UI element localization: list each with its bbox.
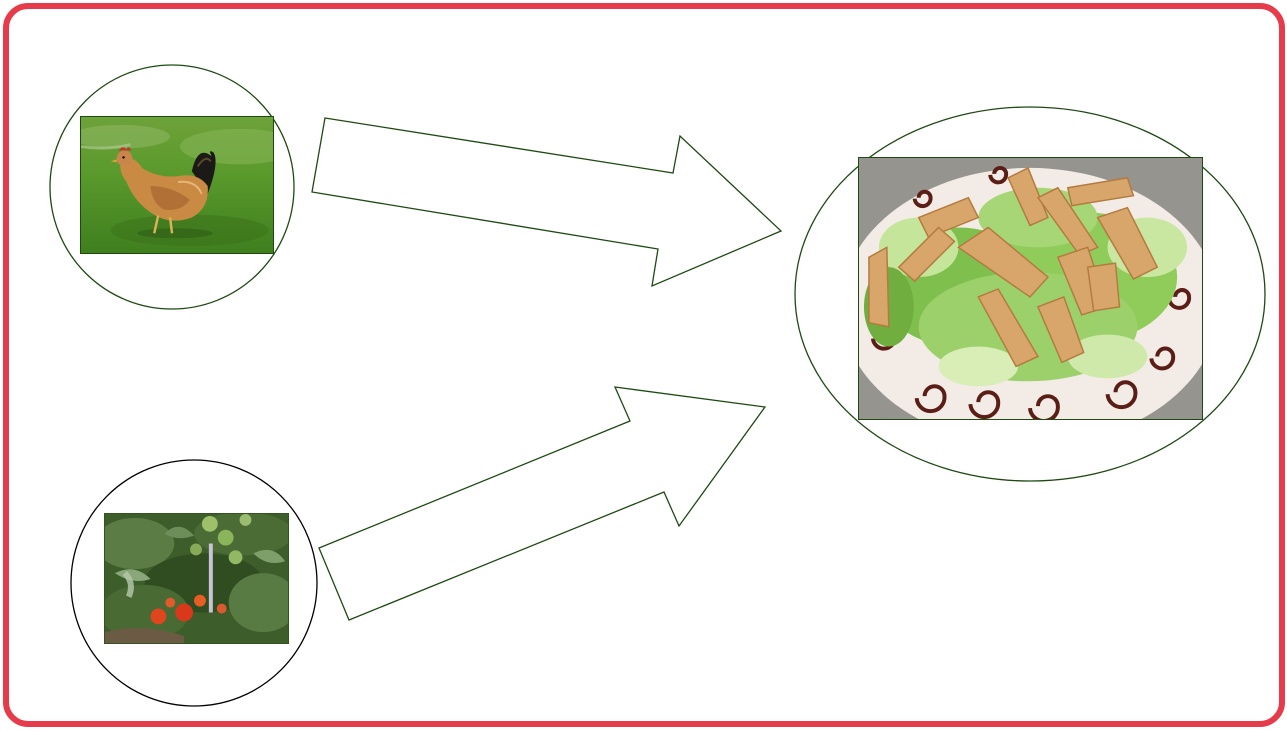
chicken-photo — [80, 116, 274, 254]
tomato-plant-photo — [104, 513, 289, 644]
chicken-salad-photo — [858, 157, 1203, 420]
